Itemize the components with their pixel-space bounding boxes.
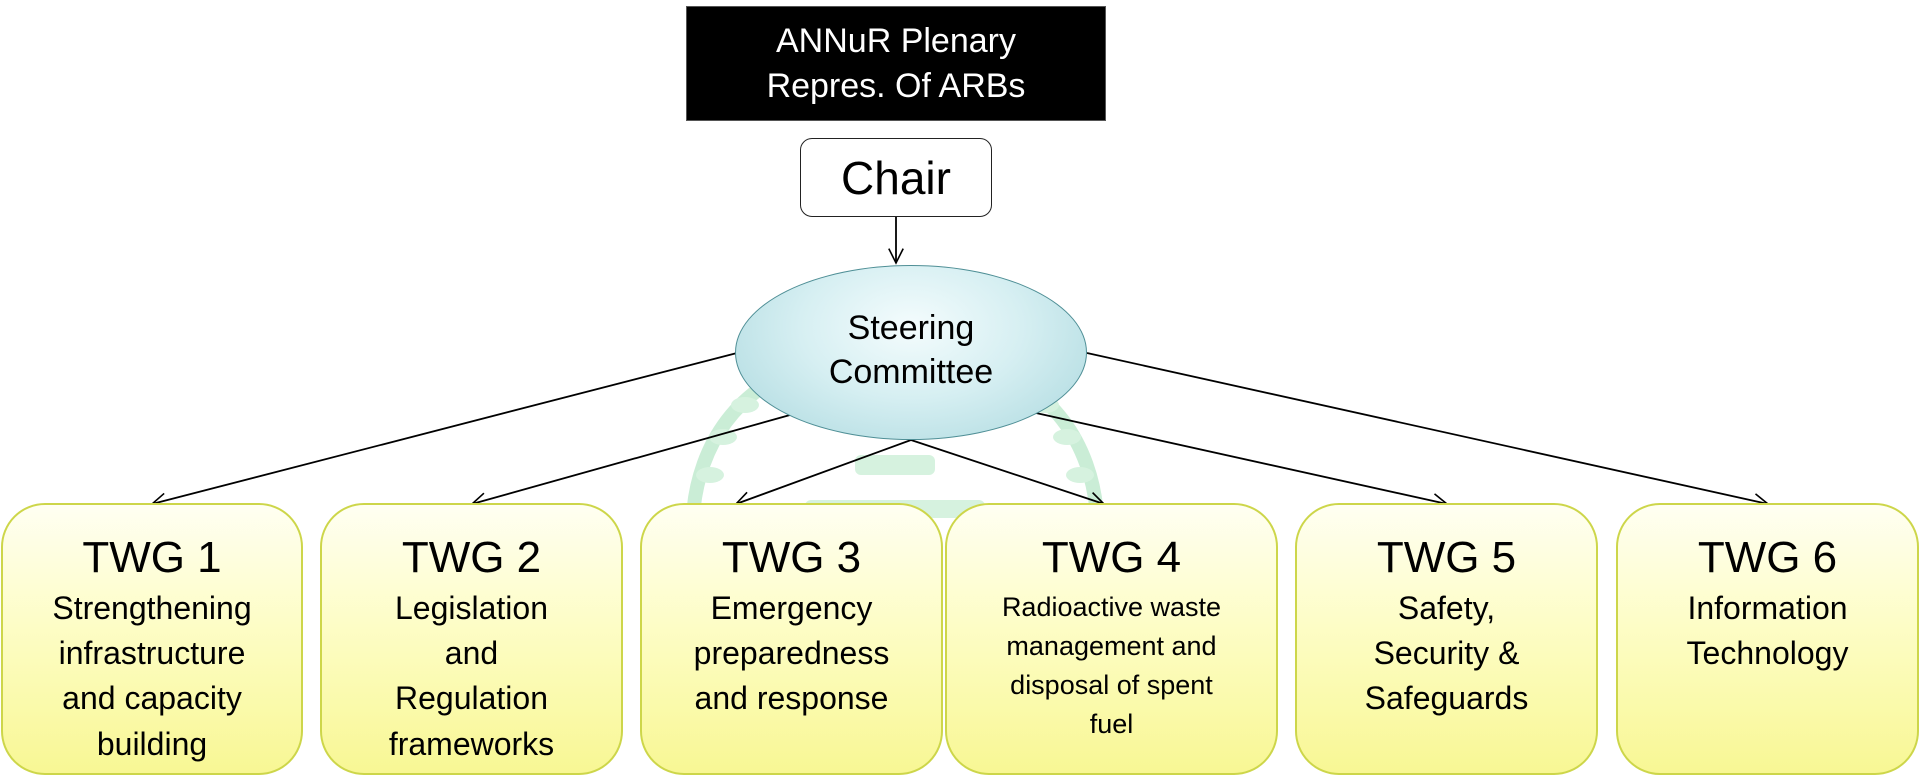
steering-committee-line1: Steering [847,309,975,347]
twg-4-box: TWG 4 Radioactive waste management and d… [945,503,1278,775]
steering-committee-node: Steering Committee [735,265,1087,440]
twg-3-description: Emergency preparedness and response [693,589,890,717]
plenary-subtitle: Repres. Of ARBs [766,66,1026,105]
steering-to-twg6-arrow [1086,352,1768,504]
chair-label: Chair [841,151,951,204]
twg-5-title: TWG 5 [1376,533,1517,582]
twg-2-title: TWG 2 [401,533,542,582]
twg-4-title: TWG 4 [1041,533,1182,582]
twg-6-description: Information Technology [1686,589,1849,672]
steering-committee-line2: Committee [828,353,994,392]
twg-1-title: TWG 1 [82,533,222,582]
twg-3-box: TWG 3 Emergency preparedness and respons… [640,503,943,775]
twg-1-box: TWG 1 Strengthening infrastructure and c… [1,503,303,775]
twg-4-description: Radioactive waste management and disposa… [1001,591,1222,740]
chair-box: Chair [800,138,992,217]
twg-2-box: TWG 2 Legislation and Regulation framewo… [320,503,623,775]
twg-5-box: TWG 5 Safety, Security & Safeguards [1295,503,1598,775]
twg-1-description: Strengthening infrastructure and capacit… [52,589,252,762]
twg-5-description: Safety, Security & Safeguards [1364,589,1529,717]
twg-2-description: Legislation and Regulation frameworks [388,589,555,762]
twg-6-box: TWG 6 Information Technology [1616,503,1919,775]
plenary-box: ANNuR Plenary Repres. Of ARBs [686,6,1106,121]
steering-to-twg1-arrow [152,352,738,504]
twg-3-title: TWG 3 [721,533,862,582]
twg-6-title: TWG 6 [1697,533,1838,582]
plenary-title: ANNuR Plenary [776,22,1016,61]
